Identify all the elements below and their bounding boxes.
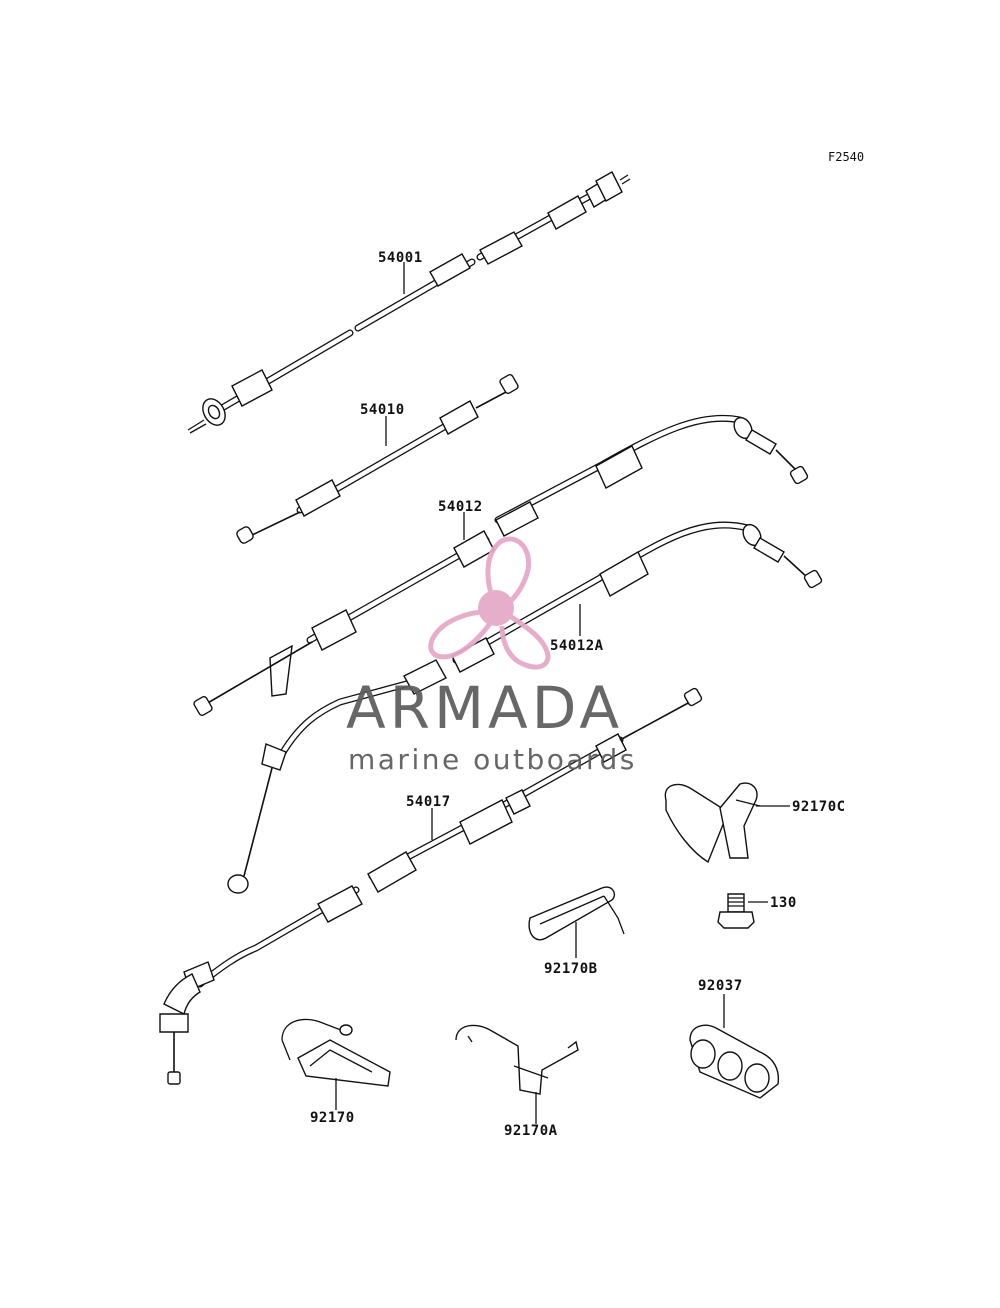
label-92170C: 92170C [792,799,846,815]
label-54012: 54012 [438,499,483,515]
label-92170A: 92170A [504,1123,558,1139]
watermark-tagline: marine outboards [348,743,637,776]
label-92170: 92170 [310,1110,355,1126]
cable-54017 [159,687,703,1085]
label-130: 130 [770,895,797,911]
propeller-icon [428,536,551,670]
watermark-brand: ARMADA [346,674,623,742]
cable-54012A [227,521,823,894]
label-54010: 54010 [360,402,405,418]
label-54017: 54017 [406,794,451,810]
label-54012A: 54012A [550,638,604,654]
label-92037: 92037 [698,978,743,994]
cable-54010 [236,373,519,544]
label-54001: 54001 [378,250,423,266]
clamp-92170C [664,782,761,864]
label-92170B: 92170B [544,961,598,977]
cable-54012 [193,414,809,717]
watermark-logo: ARMADA marine outboards [346,536,637,776]
bolt-130 [717,893,755,929]
clamp-92170 [281,1018,391,1087]
clamp-92037 [689,1024,780,1099]
cable-54001 [187,171,631,434]
clamp-92170B [528,886,625,941]
diagram-code: F2540 [828,150,864,164]
clamp-92170A [455,1024,579,1095]
